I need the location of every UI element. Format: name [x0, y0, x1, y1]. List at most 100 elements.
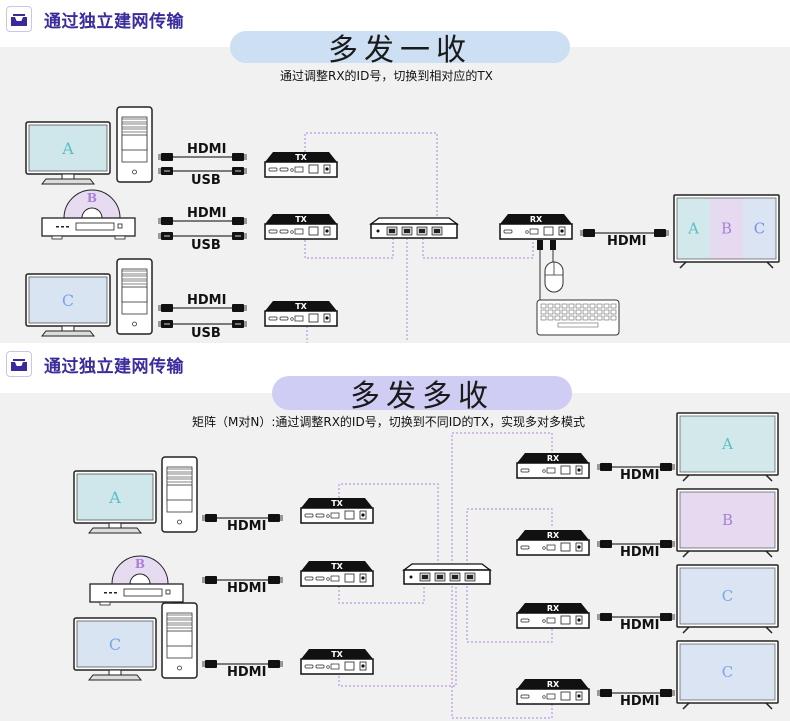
extender-label: TX: [295, 153, 307, 162]
output-hdmi-cable-1: [597, 463, 675, 471]
source-a-tower: [161, 456, 198, 533]
output-hdmi-cable: [580, 229, 669, 237]
display-panel: [680, 416, 775, 472]
network-cable-tx3: [338, 586, 457, 687]
extender-label: TX: [295, 215, 307, 224]
display-letter: B: [722, 511, 733, 529]
tx-unit-3: TX: [264, 301, 338, 327]
tx-unit-1: TX: [264, 152, 338, 178]
hdmi-cable-3: [158, 304, 247, 312]
extender-label: TX: [331, 499, 343, 508]
output-hdmi-cable-3: [597, 613, 675, 621]
disc-letter: B: [87, 191, 97, 205]
usb-cable-1: [158, 167, 247, 175]
usb-cable-2: [158, 232, 247, 240]
section-2-mode-pill: 多发多收: [272, 376, 572, 414]
section-1-mode-pill: 多发一收: [230, 31, 570, 68]
hdmi-label: HDMI: [187, 142, 227, 157]
hdmi-label: HDMI: [227, 519, 267, 534]
hdmi-label: HDMI: [227, 665, 267, 680]
extender-label: RX: [530, 215, 543, 224]
display-letter: C: [754, 220, 765, 238]
output-hdmi-label: HDMI: [607, 234, 647, 249]
rx-unit-4: RX: [516, 679, 590, 705]
output-hdmi-label: HDMI: [620, 468, 660, 483]
tx-unit-3: TX: [300, 649, 374, 675]
section-2-header-title: 通过独立建网传输: [44, 356, 184, 377]
output-hdmi-label: HDMI: [620, 694, 660, 709]
hdmi-label: HDMI: [187, 293, 227, 308]
output-display-3: C: [676, 564, 779, 634]
output-hdmi-cable-4: [597, 689, 675, 697]
extender-label: RX: [547, 680, 560, 689]
section-2-header: 通过独立建网传输: [0, 350, 184, 378]
display-panel: [710, 198, 743, 259]
display-panel: [680, 644, 775, 700]
section-1-subtitle: 通过调整RX的ID号，切换到相对应的TX: [280, 69, 493, 83]
extender-label: TX: [331, 650, 343, 659]
source-a-tower: [116, 106, 153, 183]
display-panel: [743, 198, 776, 259]
source-c-monitor: C: [25, 273, 111, 337]
network-cable-tx1: [304, 132, 438, 220]
extender-label: RX: [547, 454, 560, 463]
peripherals: [536, 240, 620, 336]
tx-unit-2: TX: [264, 214, 338, 240]
hdmi-cable-2: [158, 217, 247, 225]
usb-label: USB: [191, 238, 221, 253]
mouse-icon: [544, 261, 564, 293]
extender-label: RX: [547, 531, 560, 540]
network-cable-tx1: [338, 483, 439, 565]
display-letter: A: [687, 220, 699, 238]
display-panel: [680, 492, 775, 548]
hdmi-label: HDMI: [227, 581, 267, 596]
network-cable-rx3: [466, 586, 553, 643]
rx-unit: RX: [499, 214, 573, 240]
usb-label: USB: [191, 173, 221, 188]
network-cable-rx4: [451, 586, 553, 719]
screen-letter: C: [62, 291, 74, 310]
hdmi-label: HDMI: [187, 206, 227, 221]
hdmi-cable-3: [202, 660, 283, 668]
network-switch: [369, 217, 459, 239]
usb-cable-3: [158, 320, 247, 328]
network-switch: [402, 563, 492, 585]
rx-unit-1: RX: [516, 453, 590, 479]
source-b-disc-player: B: [89, 555, 184, 606]
network-cable-rx2: [466, 508, 553, 565]
network-port-icon: [6, 351, 32, 377]
tx-unit-2: TX: [300, 561, 374, 587]
output-display-2: B: [676, 488, 779, 558]
hdmi-cable-2: [202, 576, 283, 584]
source-c-tower: [116, 258, 153, 335]
network-cable-tx2: [304, 238, 394, 259]
disc-letter: B: [135, 557, 145, 571]
keyboard-icon: [536, 299, 620, 336]
source-b-disc-player: B: [41, 189, 136, 240]
rx-unit-2: RX: [516, 530, 590, 556]
network-cable-rx1: [451, 432, 553, 565]
display-letter: A: [721, 435, 733, 453]
source-c-monitor: C: [73, 617, 157, 681]
display-letter: C: [722, 587, 733, 605]
screen-letter: C: [109, 635, 121, 654]
hdmi-cable-1: [202, 514, 283, 522]
screen-letter: A: [108, 488, 121, 507]
output-display-4: C: [676, 640, 779, 710]
section-1-header-title: 通过独立建网传输: [44, 11, 184, 32]
network-cable-tx2: [338, 586, 425, 604]
usb-plug: [537, 240, 543, 250]
rx-unit-3: RX: [516, 603, 590, 629]
extender-label: TX: [331, 562, 343, 571]
network-cable-rx: [422, 238, 534, 259]
display-panel: [677, 198, 710, 259]
output-hdmi-cable-2: [597, 540, 675, 548]
tx-unit-1: TX: [300, 498, 374, 524]
display-panel: [680, 568, 775, 624]
source-c-tower: [161, 602, 198, 679]
screen-letter: A: [61, 139, 74, 158]
extender-label: TX: [295, 302, 307, 311]
source-a-monitor: A: [25, 121, 111, 185]
